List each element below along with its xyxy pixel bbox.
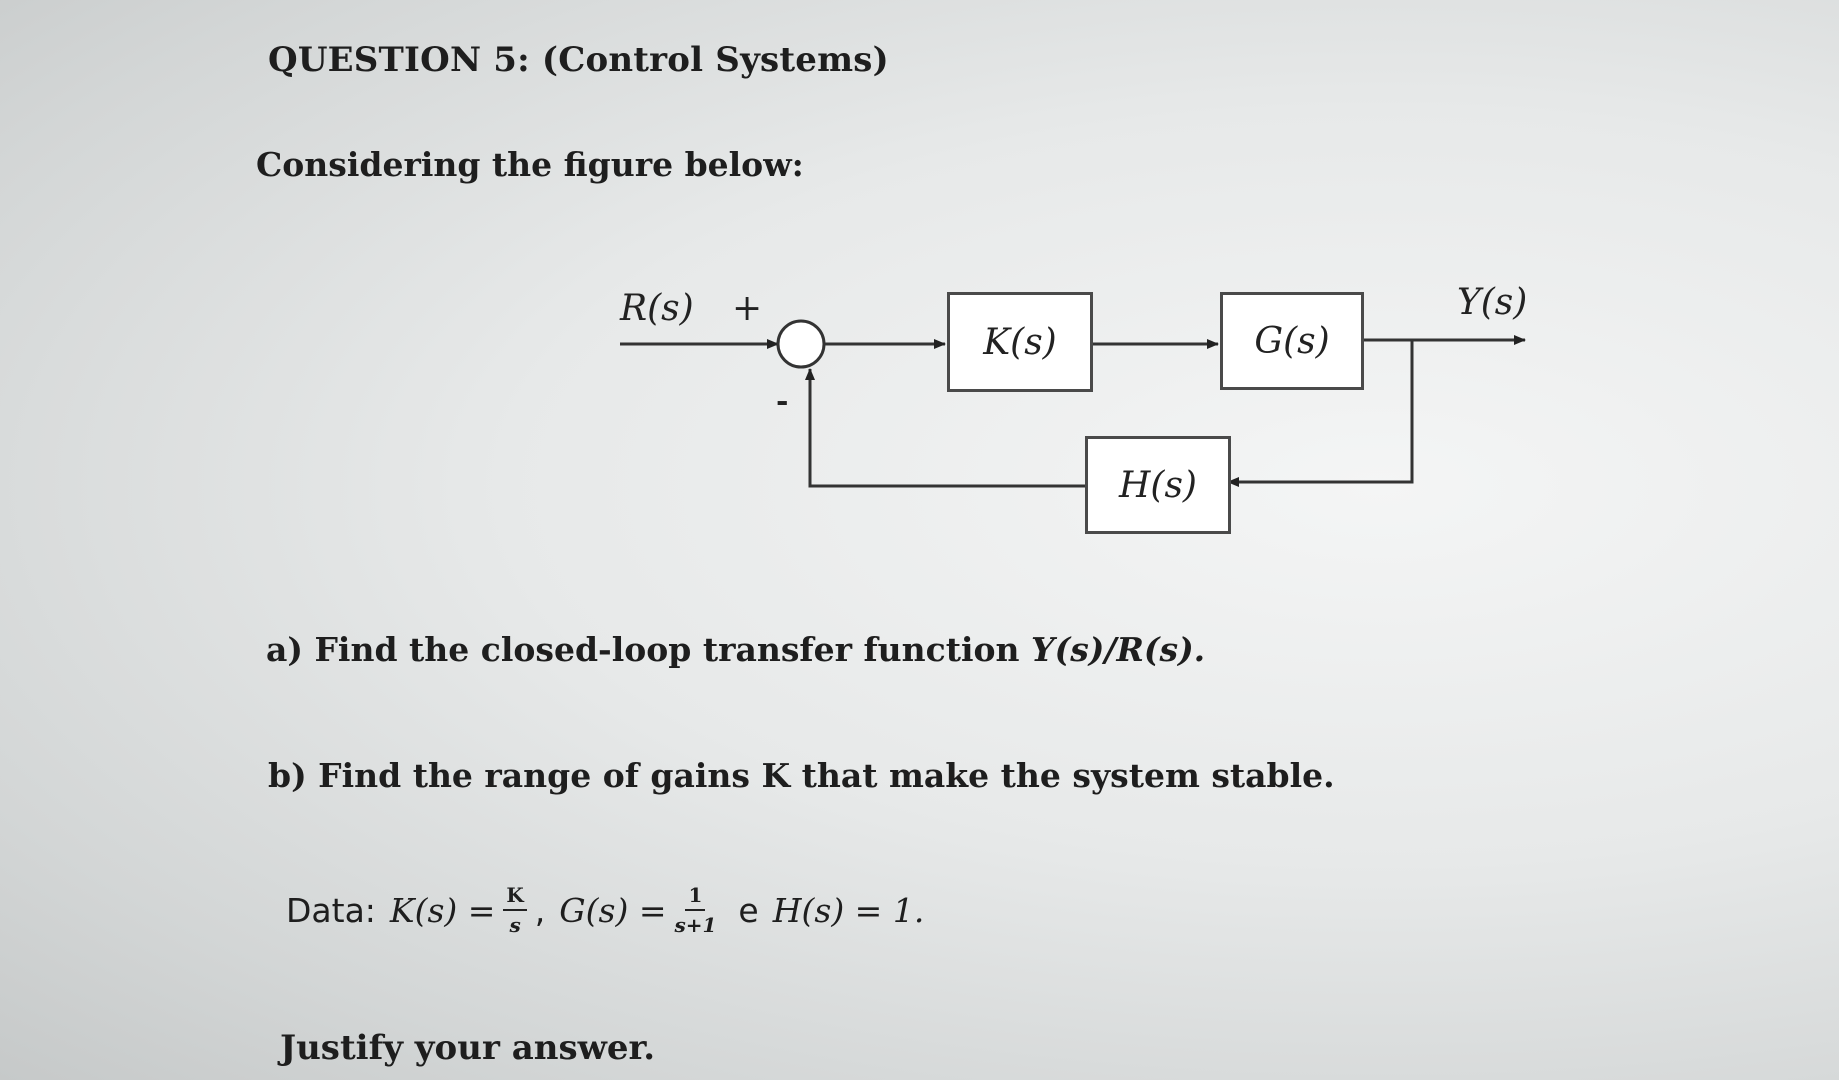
justify-text: Justify your answer. bbox=[280, 1028, 656, 1068]
minus-sign: - bbox=[776, 384, 789, 419]
takeoff-line bbox=[1227, 340, 1414, 487]
question-a-formula: Y(s)/R(s). bbox=[1031, 630, 1206, 669]
plus-sign: + bbox=[732, 288, 763, 329]
intro-text: Considering the figure below: bbox=[256, 145, 804, 184]
conjunction: e bbox=[738, 890, 759, 930]
input-signal-label: R(s) bbox=[620, 288, 694, 329]
g-fraction: 1 s+1 bbox=[674, 883, 716, 937]
g-denominator: s+1 bbox=[674, 913, 717, 937]
k-equation-lhs: K(s) = bbox=[389, 890, 496, 930]
g-equation-lhs: G(s) = bbox=[559, 890, 667, 930]
data-label: Data: bbox=[286, 890, 376, 930]
feedback-block: H(s) bbox=[1085, 436, 1231, 534]
k-fraction: K s bbox=[503, 883, 527, 937]
diagram-wiring bbox=[620, 319, 1526, 488]
k-denominator: s bbox=[509, 913, 521, 937]
comma: , bbox=[534, 890, 546, 930]
output-signal-label: Y(s) bbox=[1457, 282, 1528, 323]
g-numerator: 1 bbox=[685, 883, 706, 911]
question-a: a) Find the closed-loop transfer functio… bbox=[266, 630, 1205, 669]
question-title: QUESTION 5: (Control Systems) bbox=[268, 40, 889, 80]
feedback-line bbox=[805, 368, 1085, 488]
data-line: Data: K(s) = K s , G(s) = 1 s+1 e H(s) =… bbox=[286, 883, 924, 937]
question-b: b) Find the range of gains K that make t… bbox=[268, 756, 1335, 795]
question-a-text: a) Find the closed-loop transfer functio… bbox=[266, 630, 1032, 669]
summing-junction bbox=[776, 319, 826, 369]
k-numerator: K bbox=[503, 883, 527, 911]
block-diagram: R(s) + - K(s) G(s) H(s) Y(s) bbox=[600, 270, 1540, 550]
controller-block: K(s) bbox=[947, 292, 1093, 392]
h-equation: H(s) = 1. bbox=[772, 890, 925, 930]
plant-block: G(s) bbox=[1220, 292, 1364, 390]
